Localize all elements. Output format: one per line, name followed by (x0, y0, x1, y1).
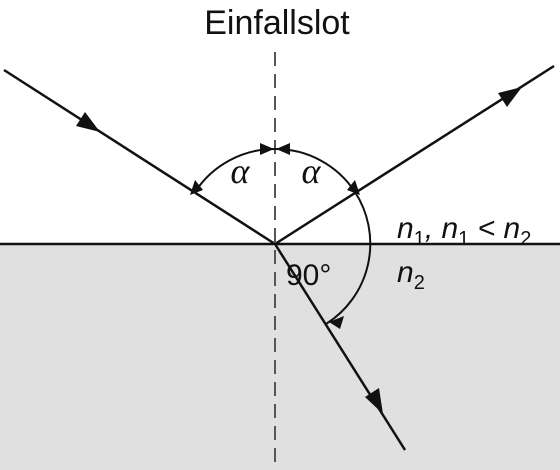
right-angle-arc-arrow (329, 316, 344, 329)
medium-relation-label: n1, n1 < n2 (397, 212, 531, 250)
n2-label-base: n (397, 256, 414, 289)
n2-a-base: n (504, 212, 521, 245)
alpha-right-arc-arrow-b (347, 180, 360, 195)
angle-90-label: 90° (286, 259, 331, 292)
alpha-left-arc-arrow-b (260, 143, 274, 155)
n2-label-sub: 2 (414, 272, 425, 294)
normal-label: Einfallslot (204, 4, 350, 42)
lower-medium-area (0, 244, 560, 470)
n1-a-base: n (397, 212, 414, 245)
alpha-right-arc-arrow-a (276, 143, 290, 155)
incident-ray (3, 68, 276, 246)
n1-b-sub: 1 (458, 228, 469, 250)
separator: , (425, 212, 442, 245)
refracted-ray (273, 243, 407, 451)
alpha-left-label: α (231, 151, 251, 191)
incident-arrow (76, 112, 100, 132)
n2-label: n2 (397, 256, 425, 294)
alpha-left-arc-arrow-a (190, 180, 203, 195)
less-than: < (469, 212, 503, 245)
alpha-right-label: α (302, 151, 322, 191)
refracted-arrow (365, 388, 383, 414)
n1-a-sub: 1 (414, 228, 425, 250)
reflected-arrow (498, 87, 522, 107)
n1-b-base: n (441, 212, 458, 245)
n2-a-sub: 2 (520, 228, 531, 250)
right-angle-arc (325, 191, 372, 325)
